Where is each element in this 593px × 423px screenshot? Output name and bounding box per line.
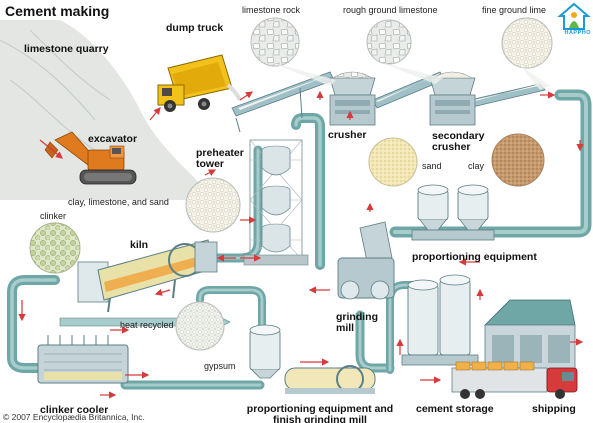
label-limestone-rock: limestone rock (242, 5, 301, 15)
warehouse-graphic (484, 299, 576, 371)
excavator-graphic (44, 131, 137, 185)
limestone-rock-sample (250, 17, 300, 67)
clinker-sample (29, 222, 81, 274)
label-heat-recycled: heat recycled (120, 320, 174, 330)
label-clay: clay (468, 161, 485, 171)
label-grinding-mill: grinding mill (336, 311, 378, 334)
label-gypsum: gypsum (204, 361, 236, 371)
label-sand: sand (422, 161, 442, 171)
label-fine-ground-lime: fine ground lime (482, 5, 547, 15)
label-proportioning-finish-grinding: proportioning equipment and finish grind… (246, 403, 394, 423)
label-cement-storage: cement storage (416, 403, 494, 415)
cement-storage-silos (401, 274, 479, 366)
shipping-truck-graphic (451, 361, 578, 399)
fine-ground-lime-sample (501, 17, 553, 69)
label-clinker: clinker (40, 211, 67, 221)
raw-mix-sample (185, 177, 241, 233)
happho-logo-icon (557, 2, 591, 30)
gypsum-sample (175, 301, 225, 351)
clinker-cooler-graphic (37, 335, 129, 384)
label-shipping: shipping (532, 403, 576, 415)
conveyor-3 (469, 83, 546, 108)
logo-wordmark: HAPPHO (564, 30, 591, 36)
label-kiln: kiln (130, 239, 149, 251)
diagram-title: Cement making (5, 3, 110, 19)
sand-sample (368, 137, 418, 187)
rough-ground-limestone-sample (366, 19, 412, 65)
dump-truck-graphic (157, 54, 242, 112)
label-preheater-tower: preheater tower (196, 147, 244, 170)
label-dump-truck: dump truck (166, 22, 224, 34)
label-rough-ground-limestone: rough ground limestone (343, 5, 438, 15)
clay-sample (491, 133, 545, 187)
label-clay-limestone-sand: clay, limestone, and sand (68, 197, 169, 207)
label-crusher: crusher (328, 129, 367, 141)
crusher-machine (329, 71, 376, 126)
label-limestone-quarry: limestone quarry (24, 43, 109, 55)
label-excavator: excavator (88, 133, 138, 145)
flow-arrows (18, 90, 584, 399)
proportioning-silos (411, 184, 495, 241)
preheater-tower-graphic (243, 139, 309, 266)
label-proportioning-equipment: proportioning equipment (412, 251, 537, 263)
secondary-crusher-machine (429, 71, 476, 126)
kiln-graphic (77, 239, 218, 313)
label-secondary-crusher: secondary crusher (432, 130, 485, 153)
grinding-mill-graphic (337, 221, 395, 300)
copyright-credit: © 2007 Encyclopædia Britannica, Inc. (3, 412, 145, 422)
finish-grinding-mill-graphic (284, 365, 376, 394)
label-clinker-cooler: clinker cooler (40, 404, 109, 416)
gypsum-silo (249, 324, 281, 379)
